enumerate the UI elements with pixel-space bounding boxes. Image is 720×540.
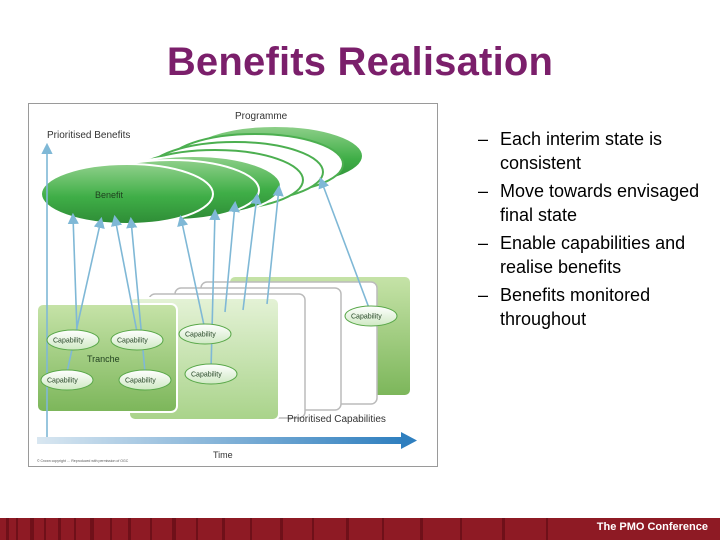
tranche-label: Tranche — [87, 354, 120, 364]
bullet-text: Benefits monitored throughout — [500, 285, 651, 329]
bullet-dash: – — [478, 181, 489, 201]
benefits-diagram: Programme Prioritised Benefits Benefit T… — [28, 103, 438, 467]
capability-label: Capability — [53, 338, 84, 345]
footer-bar: The PMO Conference — [0, 518, 720, 540]
bullet-dash: – — [478, 285, 489, 305]
bullet-item: –Benefits monitored throughout — [478, 283, 718, 331]
bullet-item: –Move towards envisaged final state — [478, 179, 718, 227]
bullet-text: Enable capabilities and realise benefits — [500, 233, 686, 277]
prioritised-benefits-label: Prioritised Benefits — [47, 130, 130, 141]
time-axis — [37, 432, 417, 449]
capability-pills — [40, 305, 398, 391]
bullet-list: –Each interim state is consistent –Move … — [478, 127, 718, 335]
capability-label: Capability — [185, 332, 216, 339]
bullet-item: –Each interim state is consistent — [478, 127, 718, 175]
programme-label: Programme — [235, 111, 288, 122]
bullet-dash: – — [478, 129, 489, 149]
capability-label: Capability — [351, 314, 382, 321]
conference-name: The PMO Conference — [596, 521, 708, 533]
footer-stripes — [6, 518, 548, 540]
diagram-canvas: Programme Prioritised Benefits Benefit T… — [36, 111, 417, 463]
capability-label: Capability — [191, 372, 222, 379]
slide-title: Benefits Realisation — [166, 40, 554, 84]
bullet-dash: – — [478, 233, 489, 253]
capability-label: Capability — [117, 338, 148, 345]
benefit-label: Benefit — [95, 190, 124, 200]
bullet-item: –Enable capabilities and realise benefit… — [478, 231, 718, 279]
capability-label: Capability — [125, 378, 156, 385]
bullet-text: Move towards envisaged final state — [500, 181, 700, 225]
tranche-panels — [36, 275, 412, 421]
capability-label: Capability — [47, 378, 78, 385]
copyright-note: © Crown copyright … Reproduced with perm… — [37, 459, 129, 463]
bullet-text: Each interim state is consistent — [500, 129, 663, 173]
prioritised-capabilities-label: Prioritised Capabilities — [287, 414, 386, 425]
time-label: Time — [213, 450, 233, 460]
